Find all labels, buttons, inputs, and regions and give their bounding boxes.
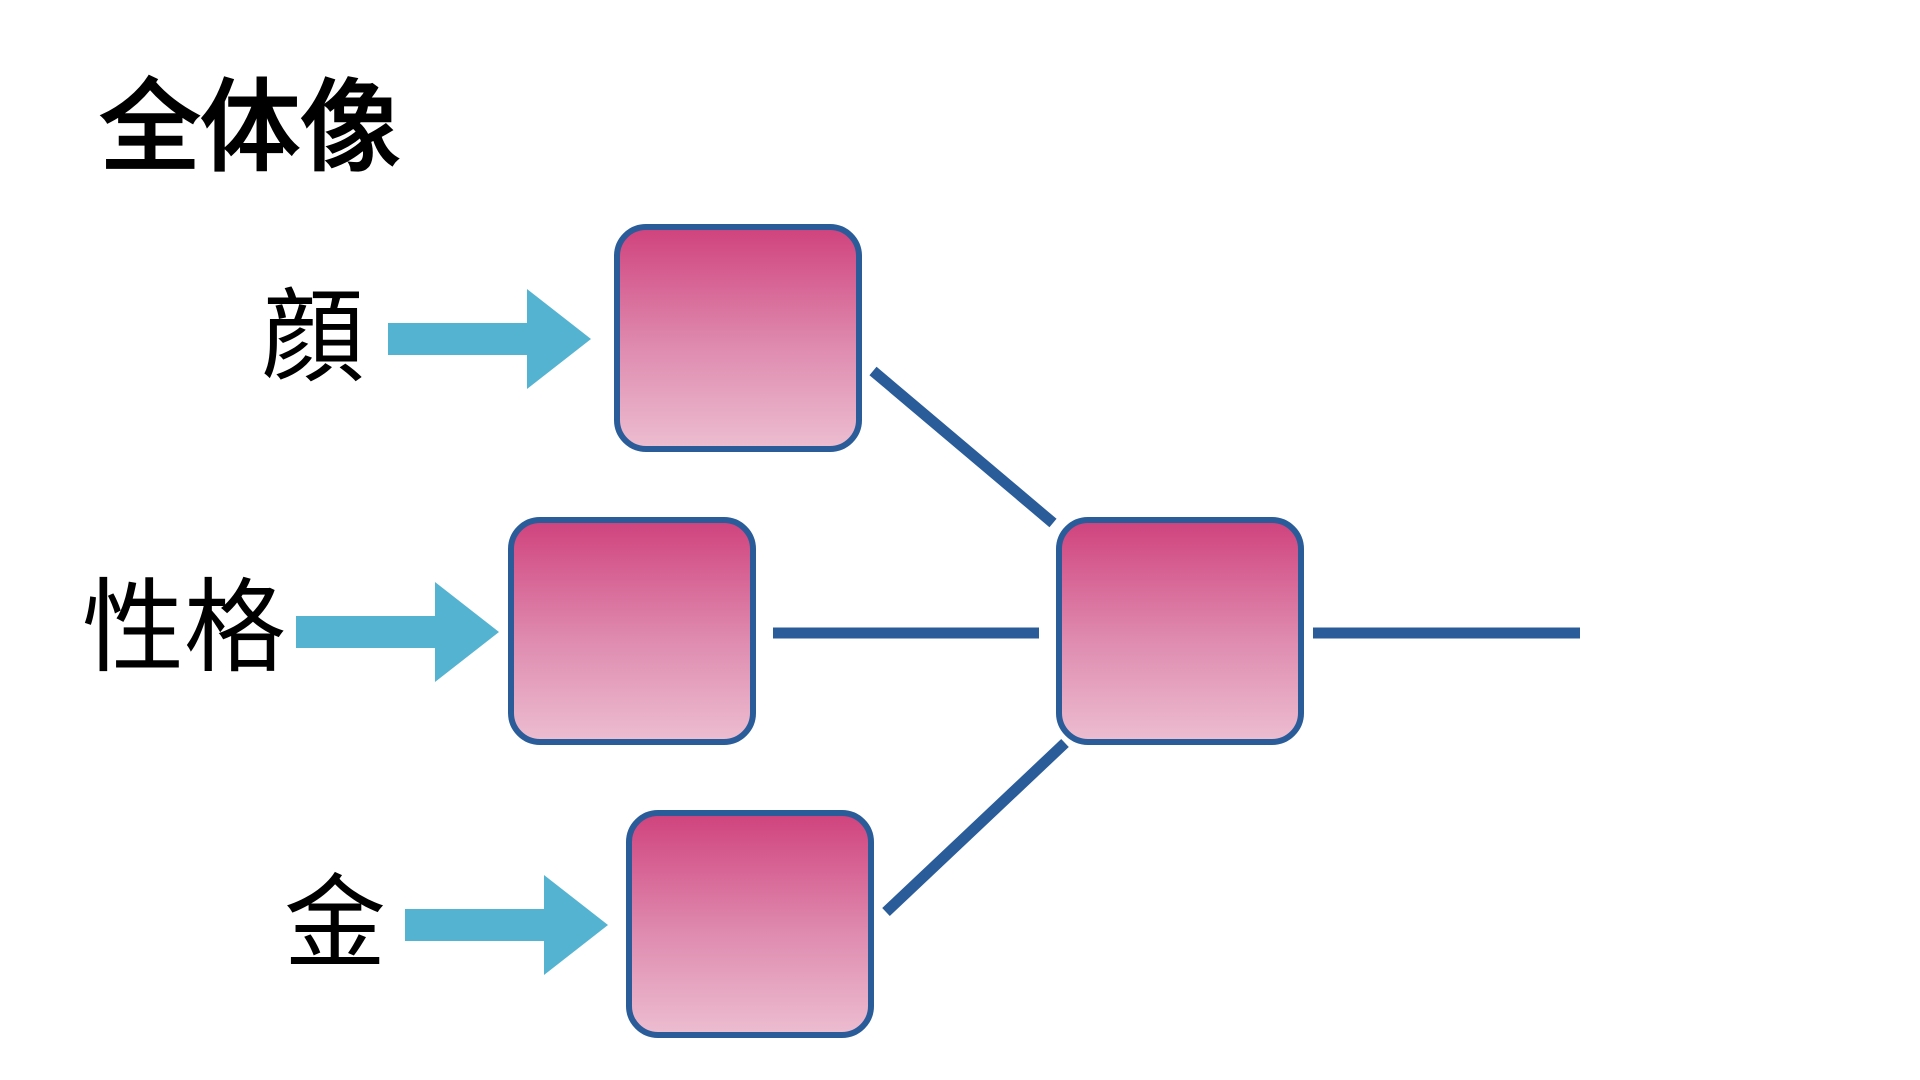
arrow-face (388, 289, 591, 389)
connector-money-to-center (882, 739, 1069, 916)
slide-title: 全体像 (100, 69, 400, 186)
label-face: 顔 (262, 279, 364, 398)
arrow-money (405, 875, 608, 975)
connector-face-to-center (869, 366, 1057, 528)
node-box-money (626, 810, 874, 1038)
label-personality: 性格 (82, 569, 286, 688)
node-box-center (1056, 517, 1304, 745)
node-box-personality (508, 517, 756, 745)
node-box-face (614, 224, 862, 452)
label-money: 金 (284, 865, 386, 984)
arrow-personality (296, 582, 499, 682)
